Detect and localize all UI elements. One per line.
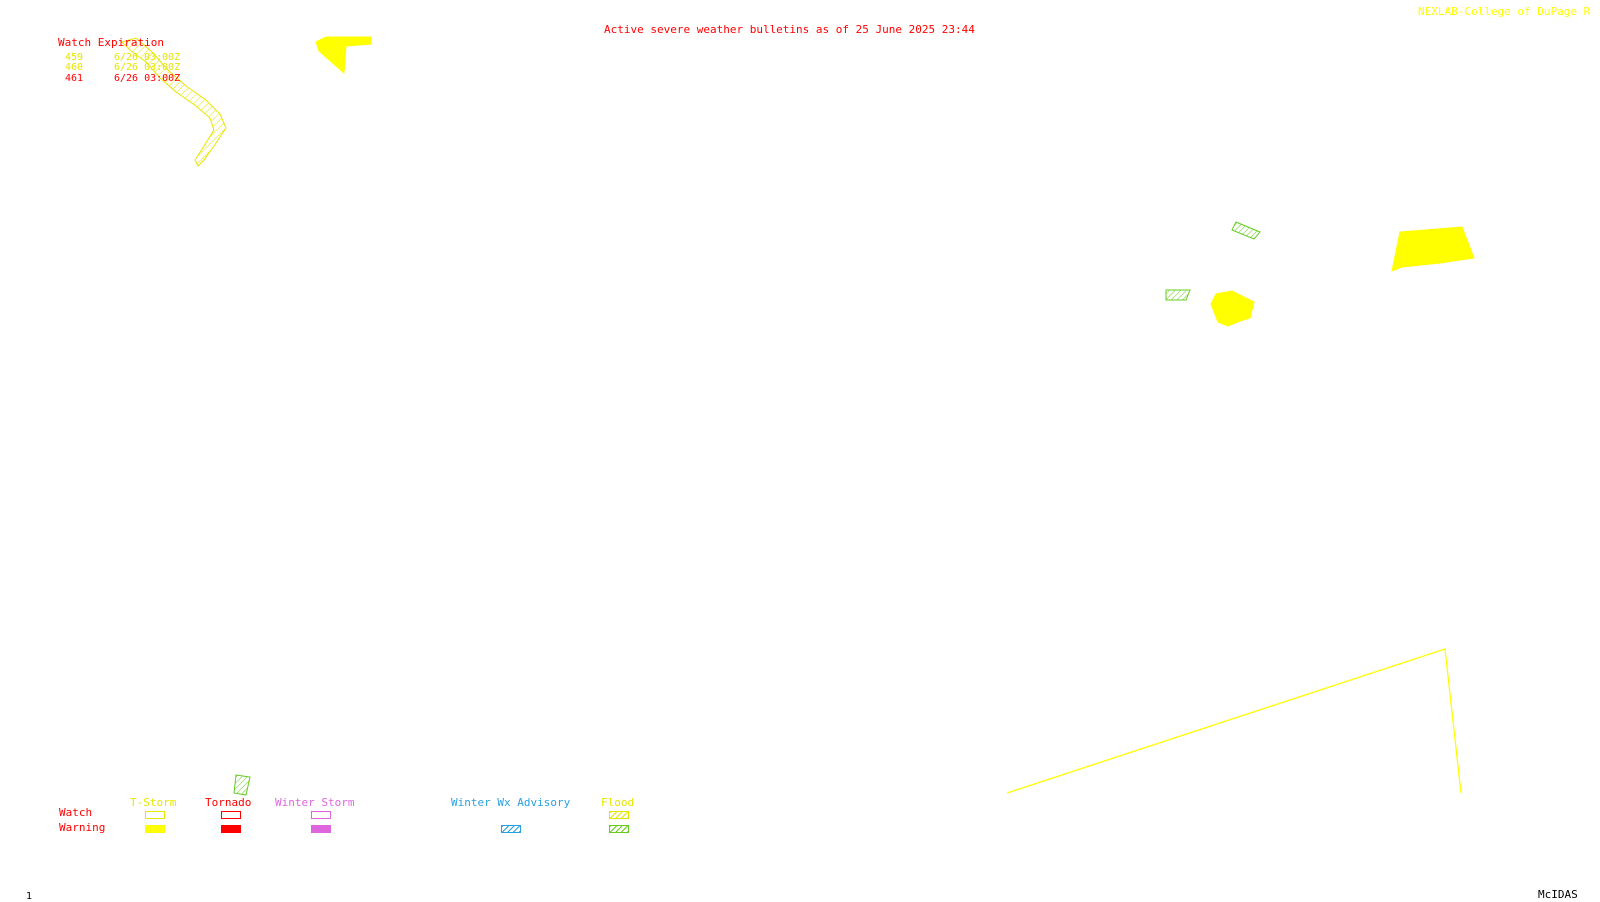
legend-label-tstorm: T-Storm	[130, 796, 177, 809]
watch-expiration-heading: Watch Expiration	[58, 36, 164, 49]
credit-label: NEXLAB-College of DuPage R	[1418, 5, 1591, 18]
legend-swatch-winter-storm-watch	[311, 811, 331, 819]
watch-row-461-expires: 6/26 03:00Z	[114, 73, 181, 84]
legend-swatch-flood-watch	[609, 811, 629, 819]
watch-row-461-id: 461	[65, 73, 84, 84]
legend-swatch-tstorm-warning	[145, 825, 165, 833]
flood-warning-polygon	[1165, 289, 1191, 301]
legend-row-label-watch: Watch	[59, 806, 93, 819]
watch-row-459-id: 459	[65, 52, 84, 63]
legend-row-label-warning: Warning	[59, 821, 106, 834]
legend-swatch-tstorm-watch	[145, 811, 165, 819]
legend-swatch-winter-storm-warning	[311, 825, 331, 833]
legend-swatch-tornado-warning	[221, 825, 241, 833]
page-title: Active severe weather bulletins as of 25…	[604, 23, 975, 36]
legend-swatch-flood-warning	[609, 825, 629, 833]
tstorm-watch-outline	[1006, 648, 1462, 794]
software-label: McIDAS	[1538, 888, 1578, 901]
tstorm-warning-polygon	[1391, 226, 1475, 272]
tstorm-warning-polygon	[1210, 290, 1255, 327]
watch-row-460-id: 460	[65, 62, 84, 73]
watch-row-459-expires: 6/26 03:00Z	[114, 52, 181, 63]
flood-warning-polygon	[233, 774, 251, 796]
legend-label-winter-advisory: Winter Wx Advisory	[451, 796, 571, 809]
frame-number: 1	[26, 891, 33, 902]
legend-label-winter-storm: Winter Storm	[275, 796, 355, 809]
tstorm-warning-polygon	[315, 36, 372, 75]
flood-watch-area	[121, 37, 227, 167]
legend-label-tornado: Tornado	[205, 796, 252, 809]
watch-row-460-expires: 6/26 03:00Z	[114, 62, 181, 73]
legend-label-flood: Flood	[601, 796, 635, 809]
legend-swatch-tornado-watch	[221, 811, 241, 819]
flood-warning-polygon	[1231, 221, 1261, 240]
legend-swatch-winter-advisory	[501, 825, 521, 833]
